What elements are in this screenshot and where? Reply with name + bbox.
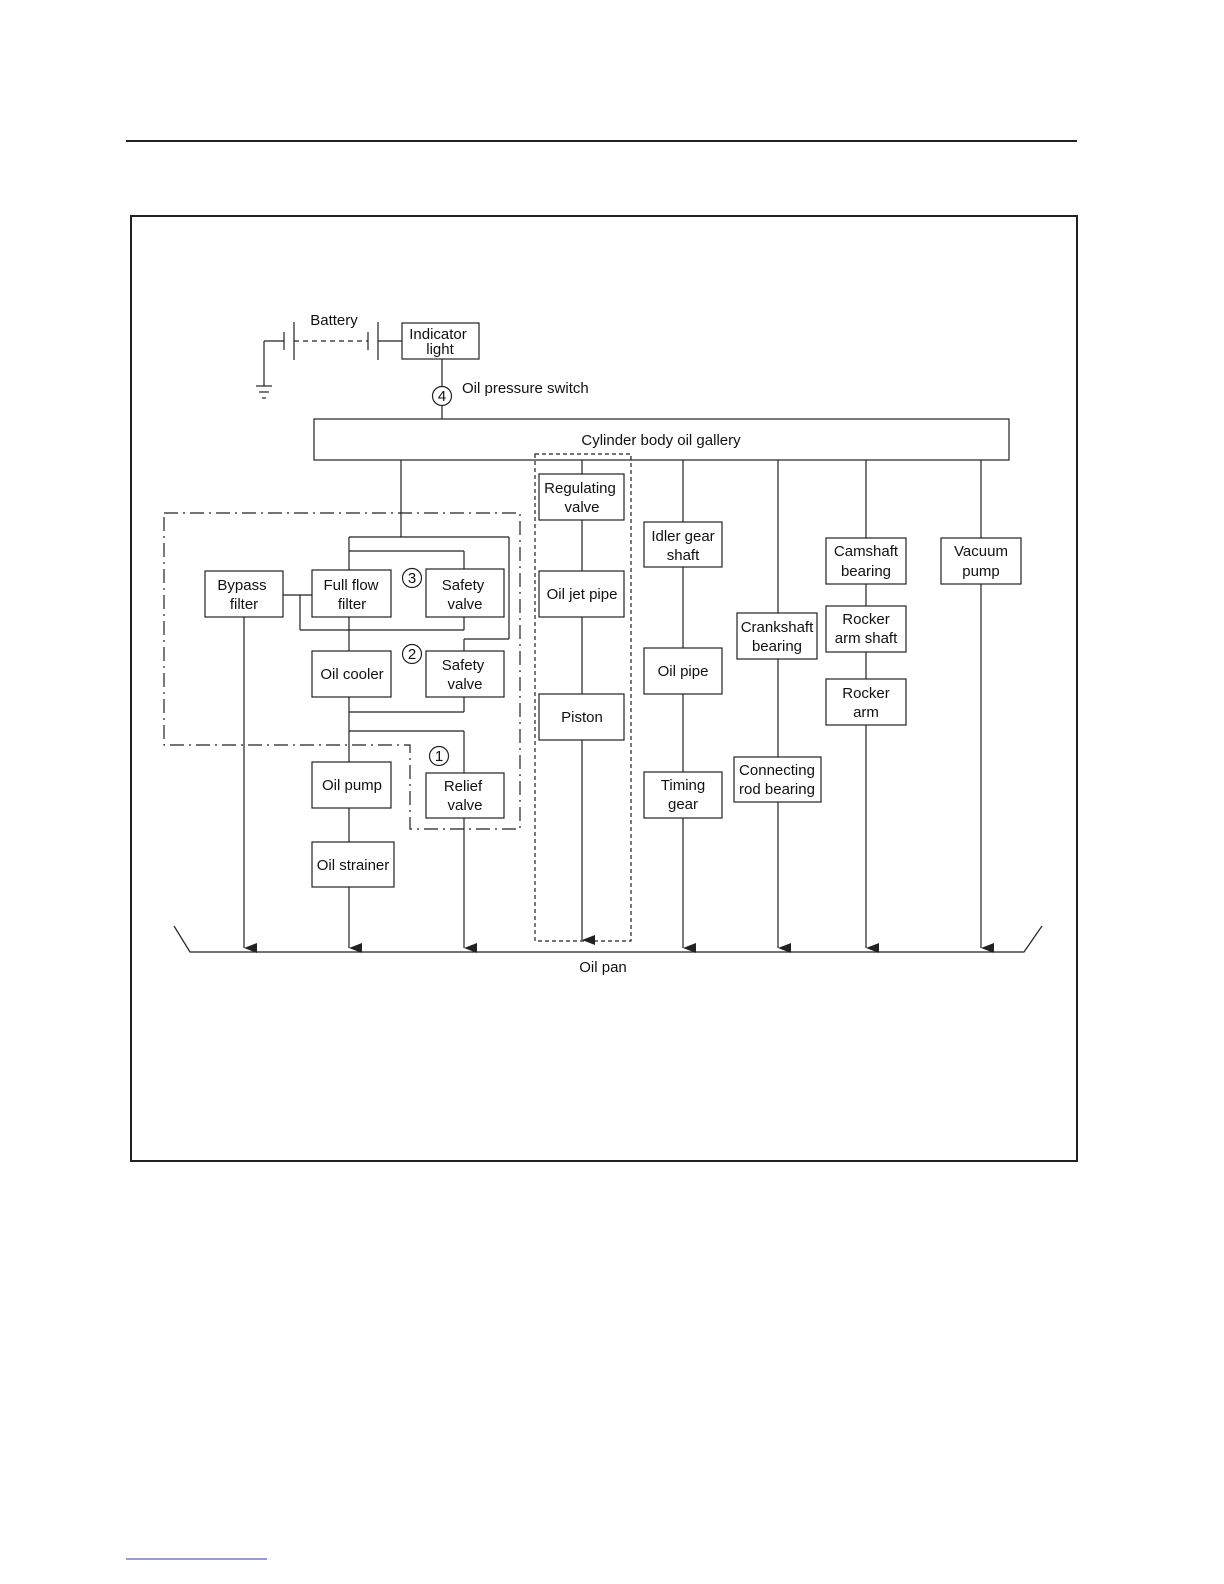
svg-text:bearing: bearing — [752, 638, 802, 655]
svg-text:Safety: Safety — [442, 577, 485, 594]
rocker-arm: Rocker arm — [825, 678, 907, 726]
marker-3: 3 — [401, 567, 423, 589]
svg-text:valve: valve — [447, 797, 482, 814]
rocker-arm-shaft: Rocker arm shaft — [825, 605, 907, 653]
svg-text:Idler gear: Idler gear — [651, 528, 714, 545]
svg-text:bearing: bearing — [841, 563, 891, 580]
svg-text:filter: filter — [338, 596, 366, 613]
svg-text:Oil pipe: Oil pipe — [658, 663, 709, 680]
svg-text:4: 4 — [438, 388, 446, 405]
oil-jet-pipe: Oil jet pipe — [538, 570, 625, 618]
full-flow-filter: Full flow filter — [311, 569, 392, 618]
bypass-filter: Bypass filter — [204, 570, 284, 618]
svg-text:Regulating: Regulating — [544, 480, 616, 497]
filter-group-outline — [163, 512, 521, 830]
oil-pressure-switch-label: Oil pressure switch — [462, 380, 589, 397]
svg-text:Safety: Safety — [442, 657, 485, 674]
svg-text:Cylinder body oil gallery: Cylinder body oil gallery — [581, 432, 741, 449]
svg-text:Oil jet pipe: Oil jet pipe — [547, 586, 618, 603]
battery-circuit: Battery — [256, 312, 402, 399]
marker-1: 1 — [428, 745, 450, 767]
timing-gear: Timing gear — [643, 771, 723, 819]
marker-4: 4 — [431, 385, 453, 407]
svg-text:gear: gear — [668, 796, 698, 813]
svg-text:Vacuum: Vacuum — [954, 543, 1008, 560]
svg-text:valve: valve — [447, 596, 482, 613]
oil-pump: Oil pump — [311, 761, 392, 809]
svg-text:arm: arm — [853, 704, 879, 721]
indicator-light: Indicator light — [401, 322, 480, 360]
svg-text:Piston: Piston — [561, 709, 603, 726]
svg-text:light: light — [426, 341, 454, 358]
oil-cooler: Oil cooler — [311, 650, 392, 698]
svg-text:rod bearing: rod bearing — [739, 781, 815, 798]
oil-pan: Oil pan — [173, 925, 1043, 976]
piston: Piston — [538, 693, 625, 741]
svg-text:Rocker: Rocker — [842, 685, 890, 702]
idler-gear-shaft: Idler gear shaft — [643, 521, 723, 568]
battery-label: Battery — [310, 312, 358, 329]
svg-text:Indicator: Indicator — [409, 326, 467, 343]
svg-text:Oil pan: Oil pan — [579, 959, 627, 976]
svg-text:Oil cooler: Oil cooler — [320, 666, 383, 683]
oil-strainer: Oil strainer — [311, 841, 395, 888]
connecting-rod-bearing: Connecting rod bearing — [733, 756, 822, 803]
svg-text:3: 3 — [408, 570, 416, 587]
svg-text:Bypass: Bypass — [217, 577, 266, 594]
relief-valve: Relief valve — [425, 772, 505, 819]
svg-text:2: 2 — [408, 646, 416, 663]
svg-text:Crankshaft: Crankshaft — [741, 619, 814, 636]
vacuum-pump: Vacuum pump — [940, 537, 1022, 585]
svg-text:shaft: shaft — [667, 547, 700, 564]
safety-valve-3: Safety valve — [425, 568, 505, 618]
svg-text:Connecting: Connecting — [739, 762, 815, 779]
ground-icon — [256, 385, 272, 399]
svg-text:filter: filter — [230, 596, 258, 613]
svg-text:Rocker: Rocker — [842, 611, 890, 628]
svg-text:Timing: Timing — [661, 777, 705, 794]
cylinder-body-oil-gallery: Cylinder body oil gallery — [313, 418, 1010, 461]
crankshaft-bearing: Crankshaft bearing — [736, 612, 818, 660]
svg-text:valve: valve — [447, 676, 482, 693]
safety-valve-2: Safety valve — [425, 650, 505, 698]
svg-text:Oil strainer: Oil strainer — [317, 857, 390, 874]
left-branch-piping — [283, 460, 510, 842]
svg-text:Full flow: Full flow — [323, 577, 378, 594]
svg-text:pump: pump — [962, 563, 1000, 580]
regulating-valve: Regulating valve — [538, 473, 625, 521]
marker-2: 2 — [401, 643, 423, 665]
oil-pipe: Oil pipe — [643, 647, 723, 695]
svg-text:arm shaft: arm shaft — [835, 630, 898, 647]
figure-frame — [130, 215, 1078, 1162]
svg-text:Oil pump: Oil pump — [322, 777, 382, 794]
svg-text:valve: valve — [564, 499, 599, 516]
svg-text:Relief: Relief — [444, 778, 483, 795]
camshaft-bearing: Camshaft bearing — [825, 537, 907, 585]
svg-text:1: 1 — [435, 748, 443, 765]
svg-text:Camshaft: Camshaft — [834, 543, 899, 560]
